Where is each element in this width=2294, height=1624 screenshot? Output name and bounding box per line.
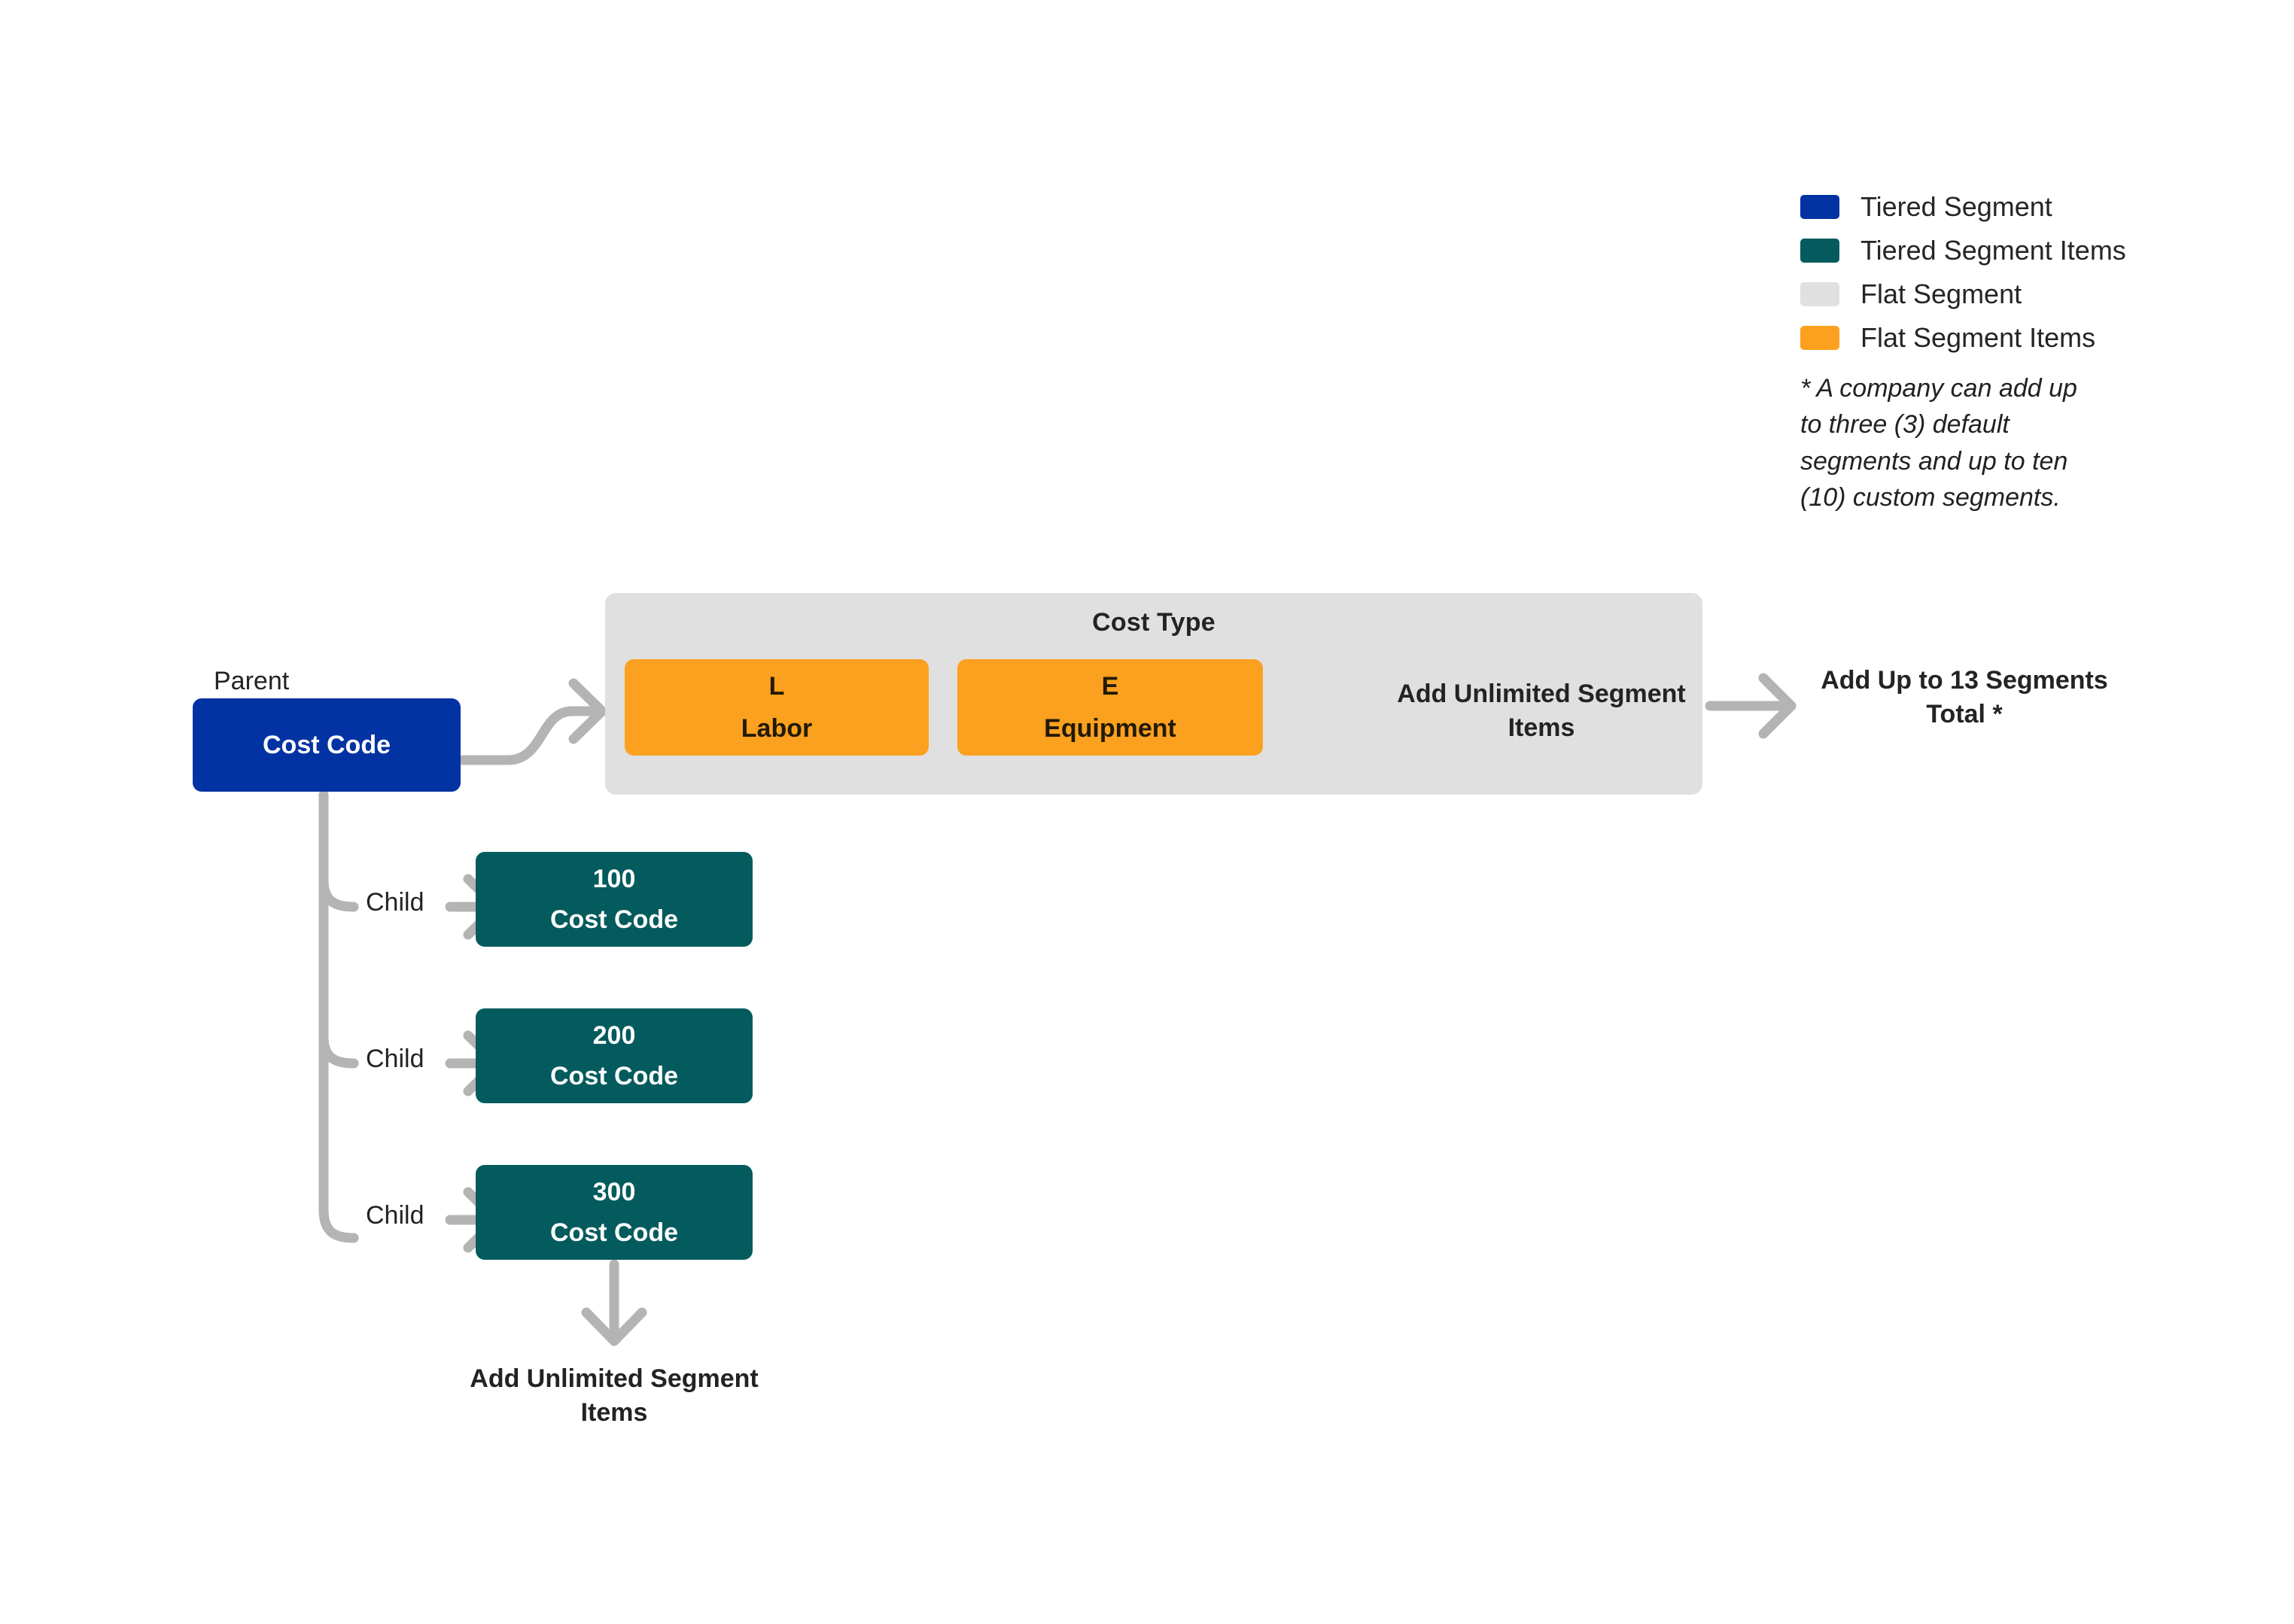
arrowhead-root-to-flat-panel — [568, 678, 607, 744]
legend-item-label: Tiered Segment — [1860, 191, 2052, 222]
tiered-segment-root: Cost Code — [193, 698, 461, 792]
connector-trunk — [318, 789, 359, 1243]
legend: Tiered Segment Tiered Segment Items Flat… — [1800, 185, 2162, 515]
tiered-segment-item-code: 100 — [592, 865, 636, 893]
tiered-segment-item-name: Cost Code — [550, 905, 678, 934]
parent-caption: Parent — [214, 667, 290, 695]
flat-segment-item-equipment: E Equipment — [957, 659, 1263, 756]
color-swatch-icon — [1800, 282, 1839, 306]
arrowhead-item-300-to-end — [581, 1307, 647, 1346]
flat-segment-item-name: Equipment — [1044, 714, 1176, 743]
legend-item-flat-segment: Flat Segment — [1800, 272, 2162, 316]
flat-segment-item-code: E — [1101, 672, 1119, 701]
connector-trunk-to-child-2 — [318, 1032, 359, 1069]
legend-item-label: Flat Segment Items — [1860, 322, 2096, 353]
connector-trunk-to-child-1 — [318, 875, 359, 912]
tiered-segment-item-300: 300 Cost Code — [476, 1165, 753, 1260]
tiered-segment-end-label: Add Unlimited Segment Items — [470, 1364, 759, 1428]
arrowhead-flat-panel-to-total — [1758, 673, 1797, 739]
flat-segment-title: Cost Type — [1092, 608, 1215, 637]
tiered-segment-item-name: Cost Code — [550, 1218, 678, 1247]
tiered-segment-item-200: 200 Cost Code — [476, 1008, 753, 1103]
tiered-segment-item-code: 300 — [592, 1178, 636, 1206]
tiered-segment-item-100: 100 Cost Code — [476, 852, 753, 947]
flat-segment-item-code: L — [768, 672, 785, 701]
legend-footnote: * A company can add up to three (3) defa… — [1800, 374, 2077, 512]
child-relation-label-3: Child — [366, 1201, 424, 1230]
segments-total-label: Add Up to 13 Segments Total * — [1821, 666, 2108, 729]
legend-item-label: Flat Segment — [1860, 278, 2022, 309]
tiered-segment-item-name: Cost Code — [550, 1062, 678, 1090]
flat-segment-item-labor: L Labor — [625, 659, 929, 756]
flat-segment-item-name: Labor — [741, 714, 813, 743]
legend-item-flat-segment-items: Flat Segment Items — [1800, 316, 2162, 360]
legend-item-tiered-segment: Tiered Segment — [1800, 185, 2162, 229]
legend-item-tiered-segment-items: Tiered Segment Items — [1800, 229, 2162, 272]
color-swatch-icon — [1800, 239, 1839, 263]
tiered-segment-item-code: 200 — [592, 1021, 636, 1050]
child-relation-label-1: Child — [366, 888, 424, 917]
child-relation-label-2: Child — [366, 1045, 424, 1073]
legend-item-label: Tiered Segment Items — [1860, 235, 2126, 266]
connector-root-to-flat-panel — [458, 706, 600, 765]
color-swatch-icon — [1800, 326, 1839, 350]
tiered-segment-root-label: Cost Code — [263, 730, 391, 759]
color-swatch-icon — [1800, 195, 1839, 219]
flat-segment-end-label: Add Unlimited Segment Items — [1397, 680, 1686, 743]
